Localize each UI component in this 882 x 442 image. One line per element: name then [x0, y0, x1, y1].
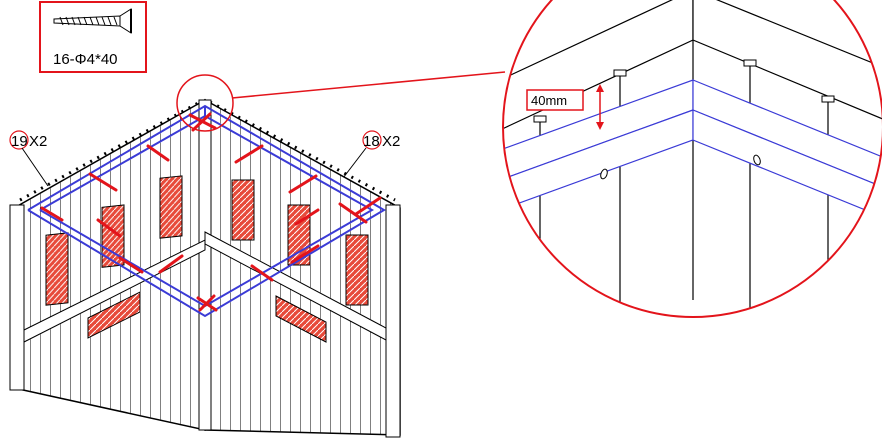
right-end-post — [385, 204, 401, 438]
screw-markers — [40, 112, 382, 312]
screw-spec-label: 16-Φ4*40 — [53, 51, 118, 68]
corner-post — [198, 99, 212, 431]
screw-box: 16-Φ4*40 — [39, 1, 147, 73]
screw-hole — [753, 154, 761, 166]
callout-19-multiplier: X2 — [29, 133, 47, 150]
callout-18-multiplier: X2 — [382, 133, 400, 150]
top-edge-notches — [19, 100, 396, 202]
heater-panel — [159, 175, 183, 239]
callout-18: 18 X2 — [339, 130, 400, 183]
wall-assembly — [9, 71, 506, 438]
callout-19-leader — [21, 147, 49, 187]
callout-19-number: 19 — [11, 133, 28, 150]
dimension-arrow-down — [596, 122, 604, 130]
heater-panel — [345, 234, 369, 306]
dimension-label: 40mm — [531, 93, 567, 108]
left-end-post — [9, 204, 25, 391]
zoom-source-circle — [176, 74, 234, 132]
zoom-connector — [231, 71, 506, 99]
backrest-rail-right — [204, 231, 387, 341]
detail-circle — [502, 0, 882, 318]
dimension-annotation: 40mm — [526, 84, 604, 130]
detail-view: 40mm — [502, 0, 882, 318]
heater-panel — [45, 232, 69, 306]
heater-panel — [87, 291, 141, 339]
screw-hole — [600, 168, 608, 180]
callout-18-circle — [362, 130, 382, 150]
heater-panel — [231, 179, 255, 241]
heater-panel — [101, 204, 125, 268]
callout-18-number: 18 — [363, 133, 380, 150]
dimension-label-box — [526, 89, 584, 111]
dimension-arrow-up — [596, 84, 604, 92]
heater-panel — [275, 295, 327, 343]
callout-19: 19 X2 — [9, 130, 49, 187]
callout-19-circle — [9, 130, 29, 150]
screw-icon — [53, 8, 132, 34]
